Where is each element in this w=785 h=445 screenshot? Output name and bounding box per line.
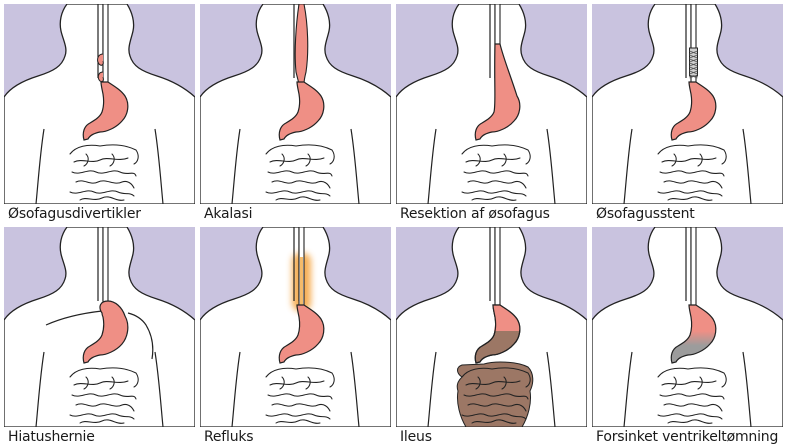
panel-hiatal-hernia: Hiatushernie [4, 227, 195, 445]
torso-illustration-diverticula [4, 4, 195, 204]
diverticulum-upper [98, 54, 104, 65]
torso-illustration-achalasia [200, 4, 391, 204]
caption-stent: Øsofagusstent [596, 206, 695, 222]
esophagus [691, 227, 696, 307]
panel-reflux: Refluks [200, 227, 391, 445]
reflux-acid [300, 257, 303, 305]
panel-achalasia: Akalasi [200, 4, 391, 222]
panel-resection: Resektion af øsofagus [396, 4, 587, 222]
esophagus [495, 227, 500, 307]
panel-diverticula: Øsofagusdivertikler [4, 4, 195, 222]
caption-diverticula: Øsofagusdivertikler [8, 206, 141, 222]
caption-reflux: Refluks [204, 429, 253, 445]
caption-gastroparesis: Forsinket ventrikeltømning [596, 429, 778, 445]
caption-achalasia: Akalasi [204, 206, 252, 222]
esophagus [103, 227, 108, 303]
caption-hiatal-hernia: Hiatushernie [8, 429, 95, 445]
panel-gastroparesis: Forsinket ventrikeltømning [592, 227, 783, 445]
torso-illustration-gastroparesis [592, 227, 783, 427]
torso-illustration-resection [396, 4, 587, 204]
dilated-esophagus [295, 4, 308, 84]
torso-illustration-hiatal-hernia [4, 227, 195, 427]
caption-ileus: Ileus [400, 429, 432, 445]
panel-stent: Øsofagusstent [592, 4, 783, 222]
torso-illustration-stent [592, 4, 783, 204]
diverticulum-lower [98, 72, 103, 82]
caption-resection: Resektion af øsofagus [400, 206, 550, 222]
torso-illustration-ileus [396, 227, 587, 427]
esophagus [495, 4, 500, 44]
panel-ileus: Ileus [396, 227, 587, 445]
torso-illustration-reflux [200, 227, 391, 427]
esophagus [103, 4, 108, 84]
